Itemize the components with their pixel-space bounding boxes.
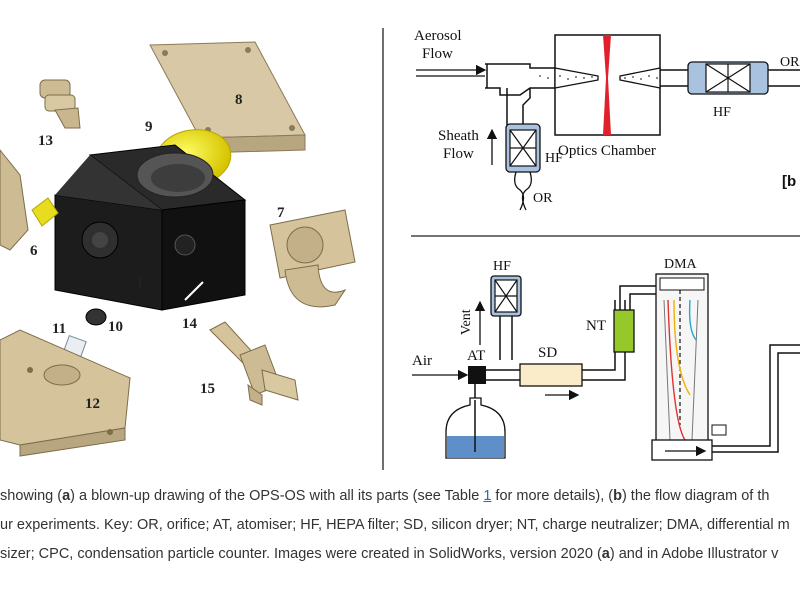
air-label: Air (412, 353, 432, 369)
part-label-7: 7 (277, 205, 285, 221)
or-label-outlet: OR (780, 55, 800, 70)
part-8-plate (149, 41, 306, 139)
nt-label: NT (586, 318, 606, 334)
caption-line-2: ur experiments. Key: OR, orifice; AT, at… (0, 511, 800, 540)
panel-a-exploded-drawing: 13 8 9 7 6 1 14 10 11 12 15 (0, 41, 356, 457)
caption-text: ) a blown-up drawing of the OPS-OS with … (70, 488, 484, 504)
part-13-connector (39, 79, 81, 129)
optics-chamber-label: Optics Chamber (558, 143, 656, 159)
part-label-10: 10 (108, 319, 123, 335)
part-label-8: 8 (235, 92, 243, 108)
aerosol-flow-label-line2: Flow (422, 46, 453, 62)
caption-text: for more details), ( (491, 488, 614, 504)
part-label-11: 11 (52, 321, 66, 337)
or-label-sheath: OR (533, 191, 553, 206)
caption-text: ) the flow diagram of th (621, 488, 770, 504)
hf-label-outlet: HF (713, 105, 731, 120)
silicon-dryer (519, 363, 583, 387)
part-left-plate (0, 149, 29, 251)
dma-column (655, 273, 709, 445)
sheath-flow-label-line2: Flow (443, 146, 474, 162)
part-1-chamber-cube (54, 144, 247, 311)
caption-line-3: sizer; CPC, condensation particle counte… (0, 540, 800, 569)
sd-label: SD (538, 345, 557, 361)
part-label-6: 6 (30, 243, 38, 259)
part-label-13: 13 (38, 133, 53, 149)
part-12-base-plate (0, 329, 131, 457)
panel-b-tag: [b (782, 173, 796, 190)
part-10-ring (85, 308, 107, 326)
atomiser (468, 366, 486, 384)
part-label-12: 12 (85, 396, 100, 412)
table-link[interactable]: 1 (483, 488, 492, 504)
vent-label: Vent (459, 309, 474, 335)
part-label-1: 1 (136, 275, 144, 291)
laser-beam (603, 35, 611, 135)
hf-label-vent: HF (493, 259, 511, 274)
part-15-fitting (209, 321, 299, 406)
sheath-flow-label-line1: Sheath (438, 128, 479, 144)
caption-panel-ref: b (613, 488, 622, 504)
caption-text: sizer; CPC, condensation particle counte… (0, 546, 602, 562)
caption-text: ) and in Adobe Illustrator v (609, 546, 779, 562)
figure-caption: showing (a) a blown-up drawing of the OP… (0, 482, 800, 600)
caption-line-1: showing (a) a blown-up drawing of the OP… (0, 482, 800, 511)
hf-label-sheath: HF (545, 151, 563, 166)
caption-text: showing ( (0, 488, 63, 504)
dma-label: DMA (664, 257, 698, 272)
caption-text: ur experiments. Key: OR, orifice; AT, at… (0, 517, 790, 533)
part-label-14: 14 (182, 316, 198, 332)
part-label-9: 9 (145, 119, 153, 135)
part-7-outlet (269, 209, 356, 308)
panel-c-setup-diagram: HF Vent Air AT SD NT DMA (412, 257, 800, 461)
at-label: AT (467, 348, 485, 364)
aerosol-flow-label-line1: Aerosol (414, 28, 462, 44)
figure: 13 8 9 7 6 1 14 10 11 12 15 Aerosol Flow (0, 28, 800, 470)
part-label-15: 15 (200, 381, 215, 397)
panel-b-flow-diagram: Aerosol Flow Optics Chamber HF (414, 28, 800, 211)
caption-panel-ref: a (62, 488, 71, 504)
part-6-filter (31, 197, 59, 227)
caption-panel-ref: a (601, 546, 610, 562)
charge-neutralizer (613, 309, 635, 353)
